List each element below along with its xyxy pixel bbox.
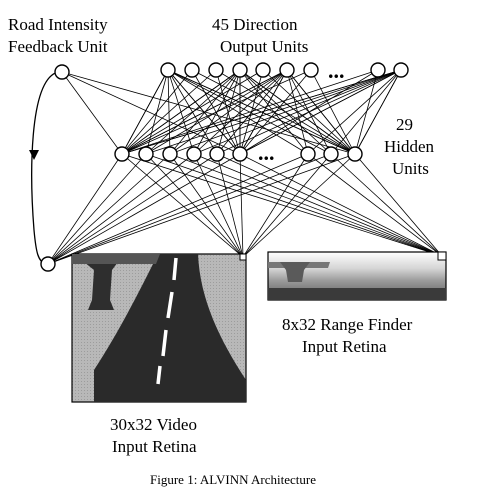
connection-lines	[47, 69, 443, 265]
hidden-output-connection	[167, 69, 356, 155]
range-hidden-connection	[216, 153, 443, 257]
hidden-feedback-connection	[61, 71, 241, 155]
output-unit	[232, 62, 248, 78]
hidden-unit	[162, 146, 178, 162]
video-retina-label-line2: Input Retina	[112, 437, 197, 456]
video-tree	[84, 262, 118, 310]
output-ellipsis: ...	[328, 58, 345, 83]
hidden-unit	[232, 146, 248, 162]
hidden-output-connection	[239, 69, 356, 155]
output-units-label-line1: 45 Direction	[212, 15, 298, 34]
feedback-arrowhead	[29, 150, 39, 160]
video-road	[94, 254, 246, 402]
feedback-input-hidden-connection	[47, 153, 309, 265]
feedback-output-unit	[54, 64, 70, 80]
hidden-output-connection	[354, 69, 379, 155]
hidden-output-connection	[286, 69, 356, 155]
feedback-input-unit	[40, 256, 56, 272]
range-tree	[280, 262, 310, 282]
range-hidden-connection	[330, 153, 443, 257]
output-unit	[303, 62, 319, 78]
feedback-input-hidden-connection	[47, 153, 195, 265]
hidden-unit	[186, 146, 202, 162]
range-hidden-connection	[239, 153, 443, 257]
feedback-input-hidden-connection	[47, 153, 356, 265]
feedback-loop	[29, 71, 59, 265]
hidden-output-connection	[216, 69, 288, 155]
hidden-units-label-line2: Hidden	[384, 137, 435, 156]
hidden-output-connection	[121, 69, 379, 155]
range-ground	[268, 288, 446, 300]
feedback-input-hidden-connection	[47, 153, 241, 265]
output-unit	[255, 62, 271, 78]
network-units	[40, 62, 409, 272]
output-units-label-line2: Output Units	[220, 37, 308, 56]
hidden-output-connection	[121, 69, 217, 155]
video-lane-marking	[156, 257, 178, 385]
feedback-unit-label-line2: Feedback Unit	[8, 37, 108, 56]
hidden-units-label-line1: 29	[396, 115, 413, 134]
hidden-output-connection	[239, 69, 312, 155]
range-retina-label-line2: Input Retina	[302, 337, 387, 356]
video-hidden-connection	[242, 153, 356, 258]
hidden-feedback-connection	[61, 71, 356, 155]
hidden-output-connection	[262, 69, 356, 155]
feedback-input-hidden-connection	[47, 153, 332, 265]
video-input-retina	[71, 253, 247, 403]
feedback-input-hidden-connection	[47, 153, 218, 265]
output-unit	[393, 62, 409, 78]
range-retina-label-line1: 8x32 Range Finder	[282, 315, 413, 334]
hidden-feedback-connection	[61, 71, 123, 155]
video-hidden-connection	[216, 153, 244, 258]
hidden-ellipsis: ...	[258, 140, 275, 165]
hidden-output-connection	[239, 69, 288, 155]
feedback-input-hidden-connection	[47, 153, 123, 265]
figure-caption: Figure 1: ALVINN Architecture	[150, 472, 316, 487]
hidden-unit	[347, 146, 363, 162]
video-hidden-connection	[242, 153, 309, 258]
hidden-unit	[323, 146, 339, 162]
video-hidden-connection	[239, 153, 244, 258]
range-finder-input-retina	[267, 251, 447, 301]
range-hidden-connection	[354, 153, 443, 257]
hidden-output-connection	[310, 69, 356, 155]
video-retina-label-line1: 30x32 Video	[110, 415, 197, 434]
video-hidden-connection	[242, 153, 332, 258]
feedback-unit-label-line1: Road Intensity	[8, 15, 108, 34]
hidden-output-connection	[330, 69, 402, 155]
output-unit	[184, 62, 200, 78]
range-hidden-connection	[145, 153, 443, 257]
hidden-unit	[138, 146, 154, 162]
hidden-output-connection	[215, 69, 356, 155]
output-unit	[370, 62, 386, 78]
hidden-unit	[300, 146, 316, 162]
range-hidden-connection	[121, 153, 443, 257]
range-hidden-connection	[169, 153, 443, 257]
video-hidden-connection	[193, 153, 244, 258]
hidden-units-label-line3: Units	[392, 159, 429, 178]
hidden-output-connection	[167, 69, 309, 155]
range-hidden-connection	[193, 153, 443, 257]
video-horizon	[72, 254, 160, 264]
hidden-unit	[114, 146, 130, 162]
range-sample-pixel	[437, 251, 447, 261]
hidden-output-connection	[191, 69, 356, 155]
output-unit	[279, 62, 295, 78]
feedback-input-hidden-connection	[47, 153, 171, 265]
feedback-input-hidden-connection	[47, 153, 147, 265]
hidden-output-connection	[354, 69, 402, 155]
video-hidden-connection	[121, 153, 244, 258]
video-hidden-connection	[145, 153, 244, 258]
hidden-output-connection	[216, 69, 241, 155]
video-hidden-connection	[169, 153, 244, 258]
output-unit	[208, 62, 224, 78]
video-sample-pixel	[239, 253, 247, 261]
range-hidden-connection	[307, 153, 443, 257]
hidden-output-connection	[121, 69, 169, 155]
hidden-unit	[209, 146, 225, 162]
output-unit	[160, 62, 176, 78]
